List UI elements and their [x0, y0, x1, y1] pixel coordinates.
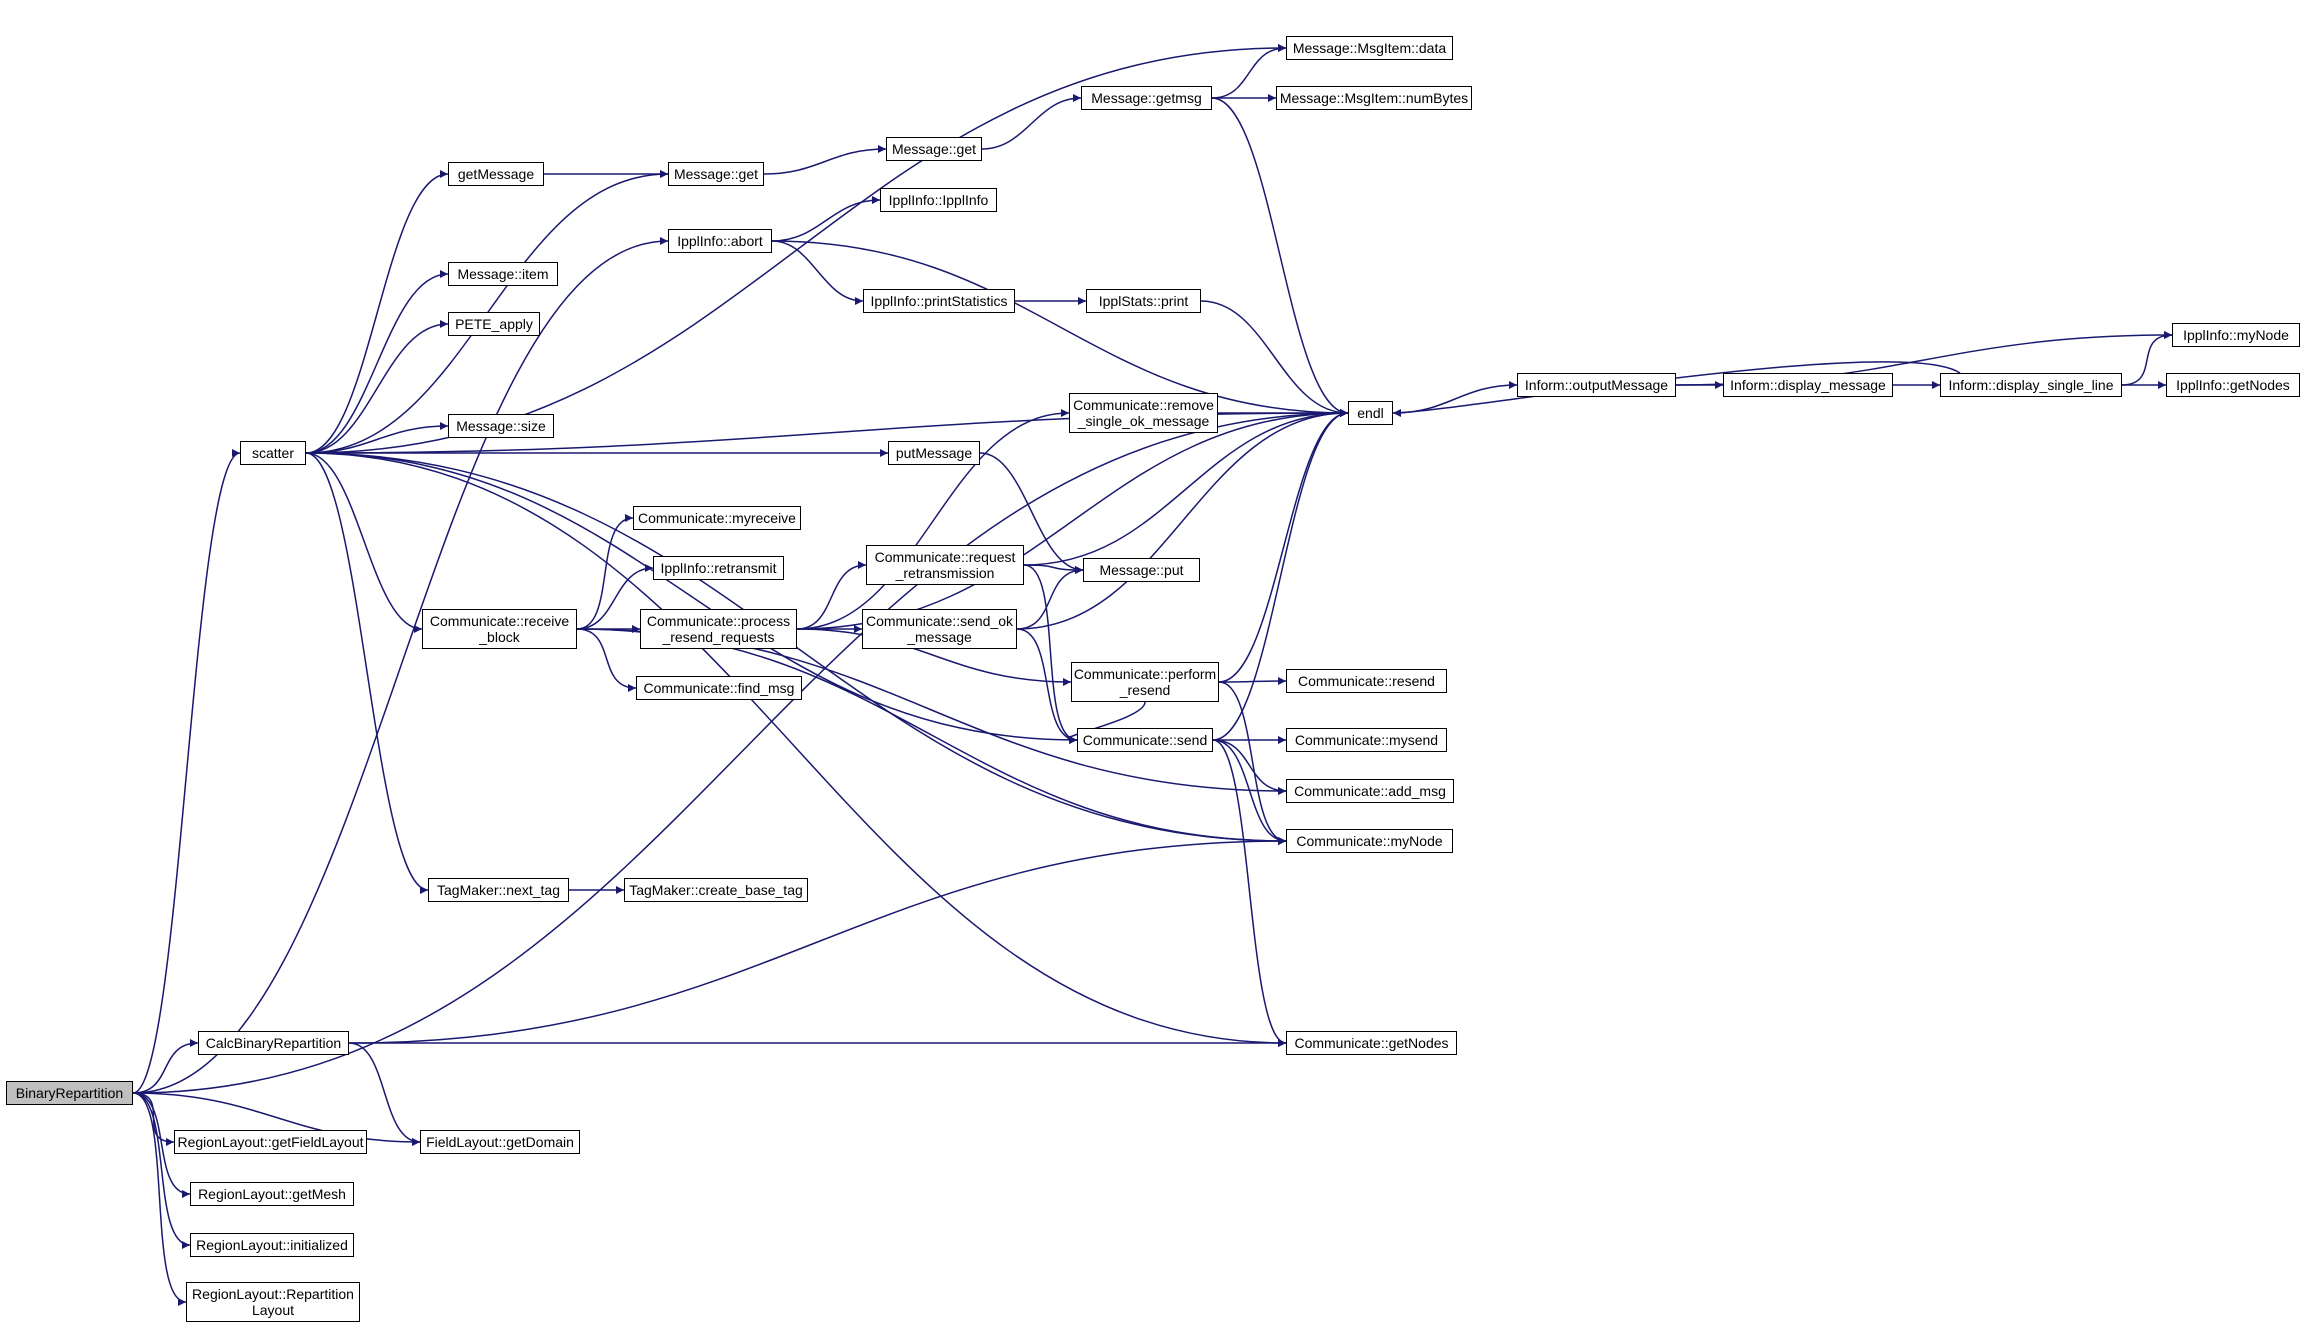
- node-message-getmsg[interactable]: Message::getmsg: [1081, 86, 1212, 110]
- node-ipplinfo-getnodes[interactable]: IpplInfo::getNodes: [2166, 373, 2300, 397]
- node-tagmaker-next-tag[interactable]: TagMaker::next_tag: [428, 878, 569, 902]
- edge-Comm_send_ok-to-endl: [1016, 409, 1349, 630]
- edge-Comm_send-to-Comm_myNode: [1212, 739, 1287, 845]
- node-ipplinfo-mynode[interactable]: IpplInfo::myNode: [2172, 323, 2300, 347]
- node-comm-perform-resend[interactable]: Communicate::perform _resend: [1071, 662, 1219, 702]
- edge-Comm_process_resend-to-Comm_remove_single: [796, 409, 1070, 630]
- edge-Comm_send-to-endl: [1212, 409, 1349, 741]
- edge-Message_get2-to-Message_getmsg: [981, 94, 1082, 150]
- node-comm-myreceive[interactable]: Communicate::myreceive: [633, 506, 801, 530]
- node-comm-find-msg[interactable]: Communicate::find_msg: [636, 676, 802, 700]
- edge-BinaryRepartition-to-FL_getDomain: [132, 1092, 421, 1146]
- edge-scatter-to-Comm_receive_block: [305, 452, 423, 633]
- edge-Message_getmsg-to-endl: [1211, 97, 1349, 417]
- edge-Comm_receive_block-to-Comm_myreceive: [576, 514, 634, 630]
- node-message-item[interactable]: Message::item: [448, 262, 558, 286]
- node-ipplstats-print[interactable]: IpplStats::print: [1086, 289, 1201, 313]
- edge-BinaryRepartition-to-RL_initialized: [132, 1092, 191, 1249]
- edge-Comm_perform_resend-to-endl: [1218, 409, 1349, 683]
- edge-scatter-to-Message_size: [305, 422, 449, 454]
- edge-scatter-to-Comm_send: [305, 452, 1078, 744]
- node-comm-mynode[interactable]: Communicate::myNode: [1286, 829, 1453, 853]
- edge-scatter-to-Comm_getNodes: [305, 452, 1287, 1047]
- node-rl-initialized[interactable]: RegionLayout::initialized: [190, 1233, 354, 1257]
- edge-IpplInfo_abort-to-IpplInfo_IpplInfo: [771, 196, 881, 242]
- node-message-size[interactable]: Message::size: [448, 414, 554, 438]
- node-comm-add-msg[interactable]: Communicate::add_msg: [1286, 779, 1454, 803]
- node-binaryrepartition: BinaryRepartition: [6, 1081, 133, 1105]
- edge-CalcBinaryRepartition-to-Comm_myNode: [348, 837, 1287, 1044]
- edge-IpplInfo_abort-to-endl: [771, 240, 1349, 417]
- node-scatter[interactable]: scatter: [240, 441, 306, 465]
- node-message-get1[interactable]: Message::get: [668, 162, 764, 186]
- edge-BinaryRepartition-to-RL_Repartition: [132, 1092, 187, 1306]
- edge-Comm_process_resend-to-Comm_request_retrans: [796, 561, 867, 630]
- edge-Comm_process_resend-to-endl: [796, 409, 1349, 630]
- edge-Message_getmsg-to-MsgItem_data: [1211, 44, 1287, 99]
- node-tagmaker-create[interactable]: TagMaker::create_base_tag: [624, 878, 808, 902]
- edge-Comm_send-to-Comm_getNodes: [1212, 739, 1287, 1047]
- node-comm-process-resend[interactable]: Communicate::process _resend_requests: [640, 609, 797, 649]
- node-getmessage[interactable]: getMessage: [448, 162, 544, 186]
- edge-scatter-to-TagMaker_next_tag: [305, 452, 429, 894]
- node-comm-request-retrans[interactable]: Communicate::request _retransmission: [866, 545, 1024, 585]
- node-inform-display-message[interactable]: Inform::display_message: [1723, 373, 1893, 397]
- edge-IpplStats_print-to-endl: [1200, 300, 1349, 417]
- node-rl-getmesh[interactable]: RegionLayout::getMesh: [190, 1182, 354, 1206]
- node-ipplinfo-abort[interactable]: IpplInfo::abort: [668, 229, 772, 253]
- node-inform-display-single-line[interactable]: Inform::display_single_line: [1940, 373, 2122, 397]
- edge-Comm_receive_block-to-Comm_add_msg: [576, 628, 1287, 795]
- edge-Comm_request_retrans-to-endl: [1023, 409, 1349, 566]
- node-endl[interactable]: endl: [1348, 401, 1393, 425]
- edge-Comm_request_retrans-to-Comm_send: [1023, 564, 1078, 744]
- edge-BinaryRepartition-to-CalcBinaryRepartition: [132, 1039, 199, 1094]
- edge-Message_get1-to-Message_get2: [763, 145, 887, 175]
- edge-Comm_send-to-Comm_add_msg: [1212, 739, 1287, 795]
- edge-scatter-to-PETE_apply: [305, 320, 449, 454]
- node-ipplinfo-retransmit[interactable]: IpplInfo::retransmit: [653, 556, 784, 580]
- edge-Comm_send_ok-to-Message_put: [1016, 566, 1084, 630]
- node-putmessage[interactable]: putMessage: [888, 441, 980, 465]
- edge-Comm_send_ok-to-Comm_send: [1016, 628, 1078, 744]
- node-rl-repartition[interactable]: RegionLayout::Repartition Layout: [186, 1282, 360, 1322]
- node-calcbinaryrepartition[interactable]: CalcBinaryRepartition: [198, 1031, 349, 1055]
- edge-Comm_receive_block-to-IpplInfo_retransmit: [576, 564, 654, 630]
- edge-Comm_receive_block-to-Comm_find_msg: [576, 628, 637, 692]
- edge-Comm_perform_resend-to-Comm_myNode: [1218, 681, 1287, 845]
- node-ipplinfo-printstatistics[interactable]: IpplInfo::printStatistics: [863, 289, 1015, 313]
- edge-CalcBinaryRepartition-to-FL_getDomain: [348, 1042, 421, 1146]
- edge-endl-to-Inform_outputMessage: [1392, 381, 1518, 414]
- node-fl-getdomain[interactable]: FieldLayout::getDomain: [420, 1130, 580, 1154]
- edge-BinaryRepartition-to-RL_getMesh: [132, 1092, 191, 1198]
- node-comm-send[interactable]: Communicate::send: [1077, 728, 1213, 752]
- edge-BinaryRepartition-to-IpplInfo_abort: [132, 237, 669, 1094]
- edge-Inform_display_single_line-to-endl: [1392, 361, 1961, 417]
- node-comm-remove-single[interactable]: Communicate::remove _single_ok_message: [1069, 393, 1218, 433]
- edge-Inform_display_single_line-to-IpplInfo_myNode: [2121, 331, 2173, 386]
- edge-BinaryRepartition-to-scatter: [132, 449, 241, 1094]
- edge-putMessage-to-Message_put: [979, 452, 1084, 574]
- edge-scatter-to-Message_item: [305, 270, 449, 454]
- node-message-put[interactable]: Message::put: [1083, 558, 1200, 582]
- node-inform-outputmessage[interactable]: Inform::outputMessage: [1517, 373, 1676, 397]
- node-rl-getfieldlayout[interactable]: RegionLayout::getFieldLayout: [174, 1130, 367, 1154]
- edge-Comm_perform_resend-to-Comm_resend: [1218, 677, 1287, 686]
- node-comm-getnodes[interactable]: Communicate::getNodes: [1286, 1031, 1457, 1055]
- node-comm-mysend[interactable]: Communicate::mysend: [1286, 728, 1447, 752]
- node-comm-send-ok[interactable]: Communicate::send_ok _message: [862, 609, 1017, 649]
- edge-Comm_process_resend-to-Comm_perform_resend: [796, 628, 1072, 686]
- node-comm-receive-block[interactable]: Communicate::receive _block: [422, 609, 577, 649]
- edge-IpplInfo_abort-to-IpplInfo_printStatistics: [771, 240, 864, 305]
- node-ipplinfo-ipplinfo[interactable]: IpplInfo::IpplInfo: [880, 188, 997, 212]
- node-message-get2[interactable]: Message::get: [886, 137, 982, 161]
- node-msgitem-data[interactable]: Message::MsgItem::data: [1286, 36, 1453, 60]
- node-pete-apply[interactable]: PETE_apply: [448, 312, 540, 336]
- node-comm-resend[interactable]: Communicate::resend: [1286, 669, 1447, 693]
- edge-BinaryRepartition-to-endl: [132, 409, 1349, 1094]
- node-msgitem-numbytes[interactable]: Message::MsgItem::numBytes: [1276, 86, 1472, 110]
- edge-scatter-to-getMessage: [305, 170, 449, 454]
